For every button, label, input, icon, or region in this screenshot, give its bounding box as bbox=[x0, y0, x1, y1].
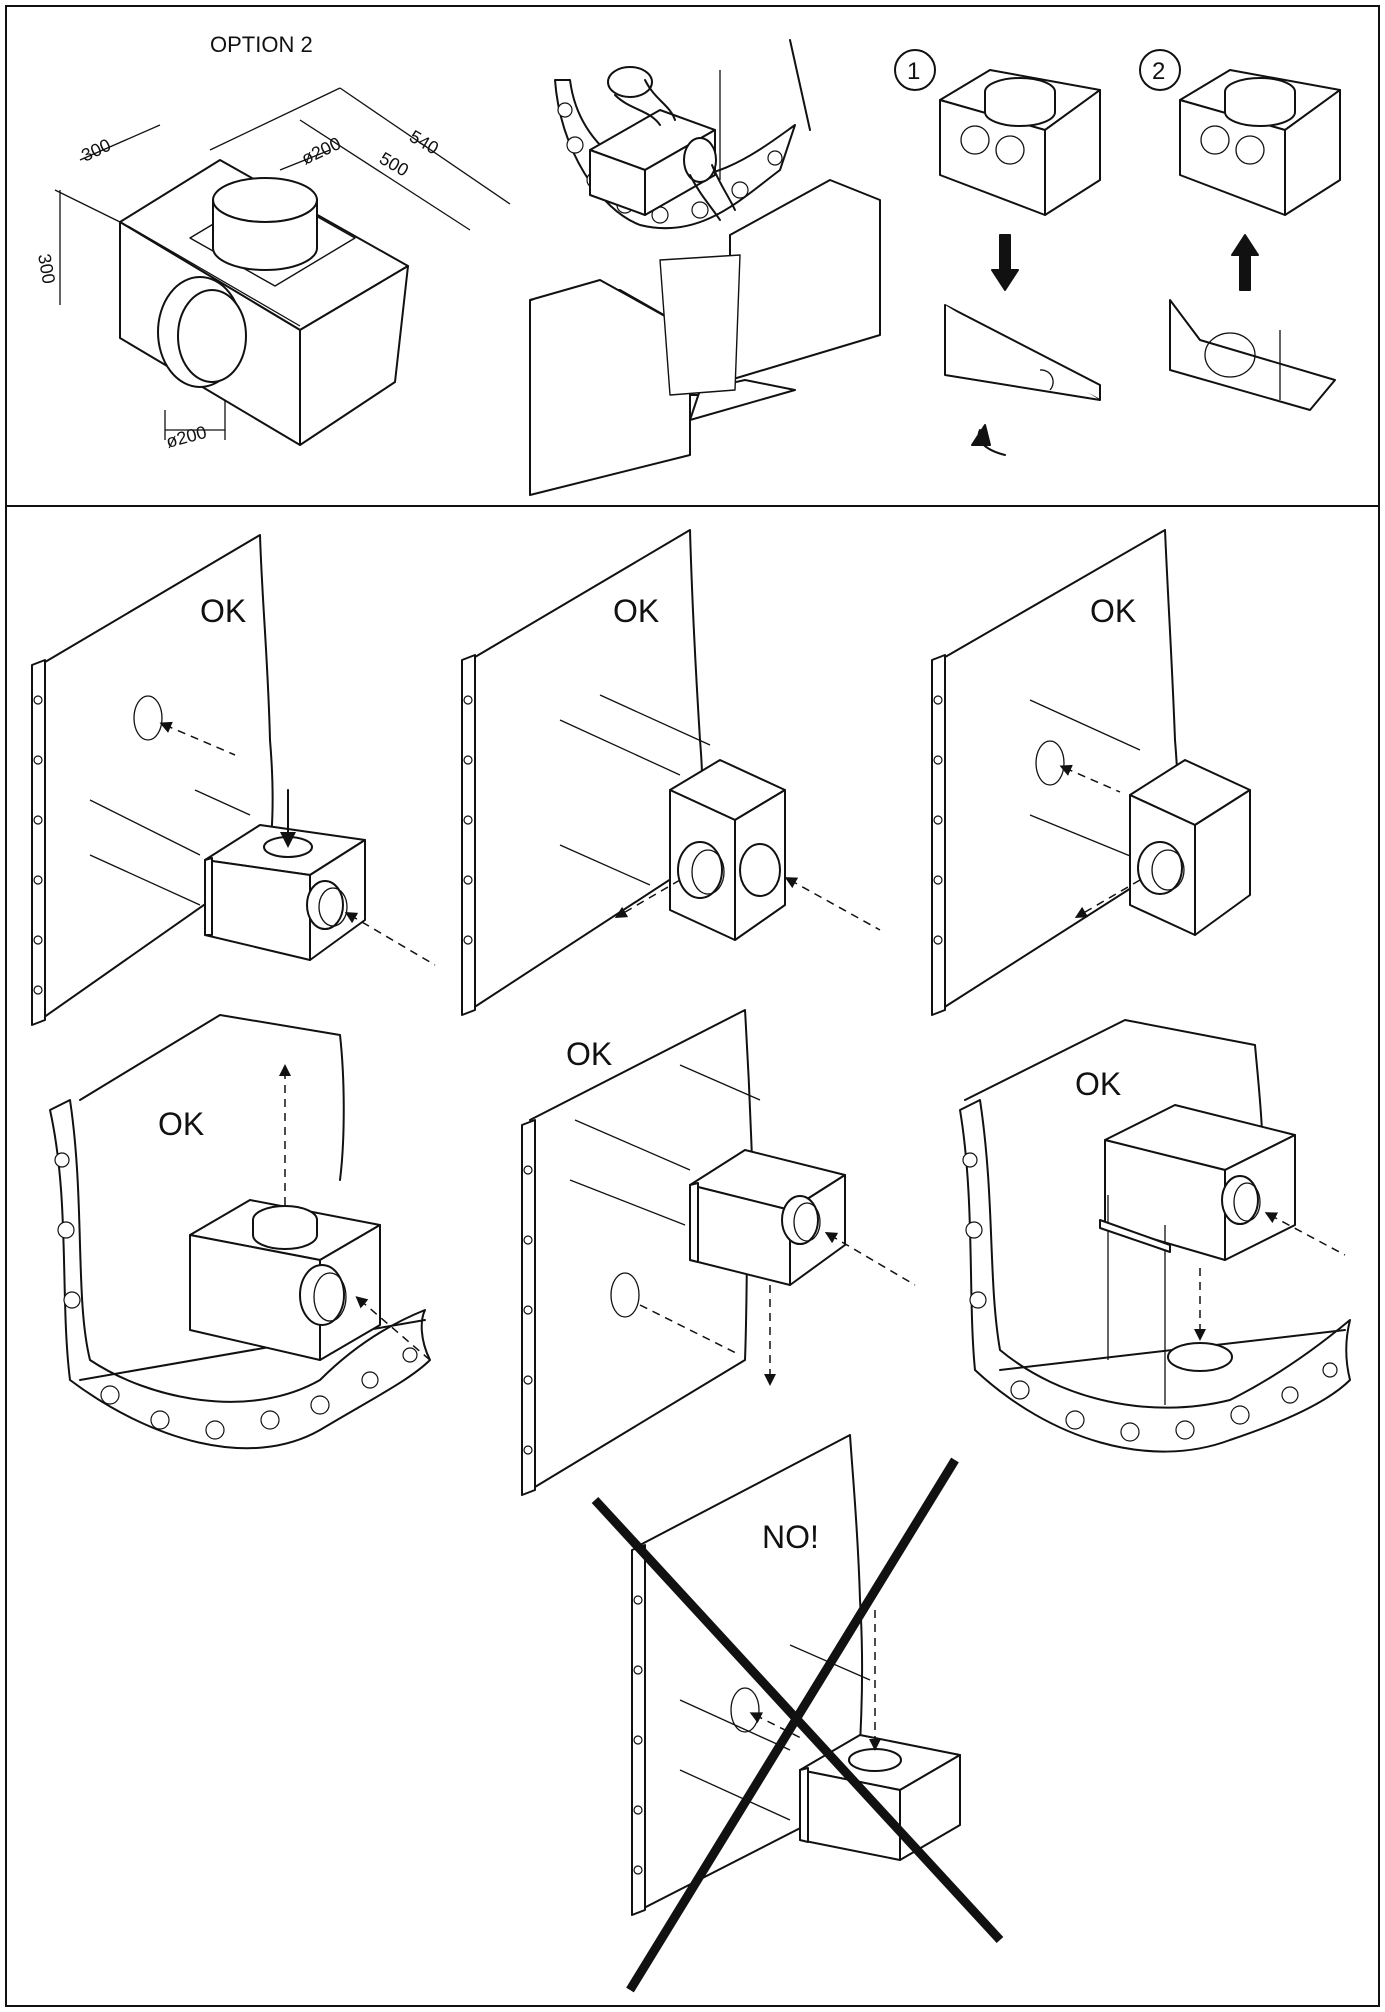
dim-phi-front: ø200 bbox=[164, 422, 209, 452]
ceiling-installation-drawing bbox=[529, 39, 881, 496]
wall-config-a bbox=[31, 534, 436, 1026]
wall-config-e bbox=[521, 1009, 916, 1496]
wall-config-b bbox=[461, 529, 881, 1016]
config-f-ok: OK bbox=[1075, 1066, 1121, 1102]
step-2-number: 2 bbox=[1152, 58, 1165, 85]
config-not-allowed-label: NO! bbox=[762, 1519, 819, 1555]
dimensioned-box-drawing bbox=[54, 87, 511, 446]
step-1-drawing bbox=[894, 49, 1101, 456]
dim-500: 500 bbox=[376, 148, 412, 180]
ceiling-config-f bbox=[959, 1019, 1351, 1453]
dim-phi-top: ø200 bbox=[298, 133, 344, 168]
sheet-border bbox=[5, 5, 1380, 2007]
step-1-number: 1 bbox=[907, 58, 920, 85]
dim-height: 300 bbox=[34, 252, 59, 285]
config-c-ok: OK bbox=[1090, 593, 1136, 629]
step-2-drawing bbox=[1139, 49, 1341, 411]
wall-config-c bbox=[931, 529, 1251, 1016]
wall-config-not-allowed bbox=[591, 1434, 1004, 1993]
dim-width: 300 bbox=[78, 135, 114, 166]
option-title: OPTION 2 bbox=[210, 32, 313, 57]
config-d-ok: OK bbox=[158, 1106, 204, 1142]
ceiling-config-d bbox=[49, 1014, 431, 1450]
config-e-ok: OK bbox=[566, 1036, 612, 1072]
config-b-ok: OK bbox=[613, 593, 659, 629]
config-a-ok: OK bbox=[200, 593, 246, 629]
